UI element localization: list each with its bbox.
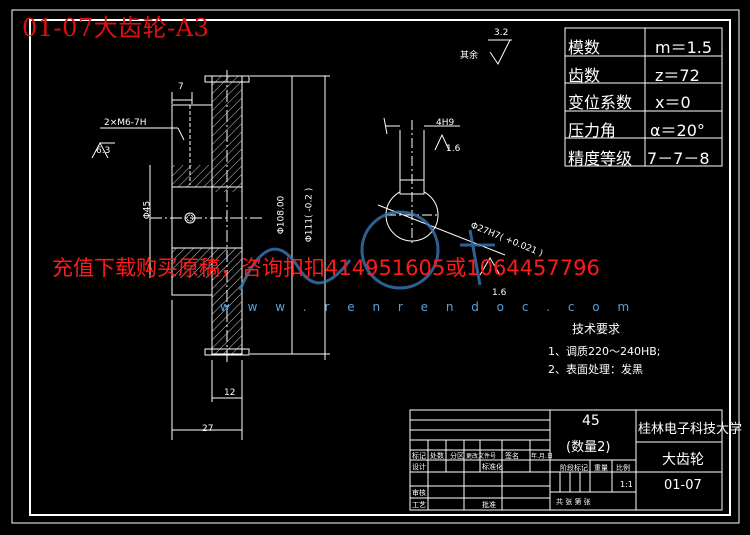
promo-banner: 充值下载购买原稿，咨询扣扣414951605或1064457796 bbox=[52, 256, 600, 280]
drawing-number: 01-07 bbox=[664, 478, 702, 493]
tb-ratio: 比例 bbox=[616, 464, 630, 472]
param-name-module: 模数 bbox=[568, 38, 601, 57]
tb-sheets: 共 张 第 张 bbox=[556, 498, 591, 506]
tb-header-change-doc: 更改文件号 bbox=[466, 453, 497, 460]
thread-callout: 2×M6-7H bbox=[104, 118, 147, 128]
tb-header-sign: 签名 bbox=[505, 452, 519, 460]
dim-7: 7 bbox=[178, 82, 184, 92]
tb-stage-mark: 阶段标记 bbox=[560, 464, 588, 472]
tb-header-zone: 分区 bbox=[450, 452, 464, 460]
dim-12: 12 bbox=[224, 388, 236, 398]
rest-roughness-symbol bbox=[488, 39, 512, 65]
dim-phi111: Φ111( -0.2 ) bbox=[304, 187, 315, 243]
param-value-pressure-angle: α＝20° bbox=[650, 121, 705, 140]
roughness-1-6-keyway: 1.6 bbox=[446, 144, 461, 154]
quantity: (数量2) bbox=[566, 440, 611, 455]
tb-design: 设计 bbox=[412, 463, 426, 471]
tb-standardize: 标准化 bbox=[482, 463, 503, 471]
tb-header-count: 处数 bbox=[430, 452, 444, 460]
hub-hatch-bottom bbox=[172, 248, 212, 278]
scale: 1:1 bbox=[620, 480, 633, 489]
material: 45 bbox=[582, 413, 600, 429]
tech-requirement-2: 2、表面处理：发黑 bbox=[548, 363, 643, 376]
tb-header-mark: 标记 bbox=[412, 452, 426, 460]
keyway-tolerance: 4H9 bbox=[436, 118, 455, 128]
watermark-url: w w w . r e n r e n d o c . c o m bbox=[220, 300, 637, 314]
outer-border bbox=[11, 9, 740, 524]
roughness-1-6-bore: 1.6 bbox=[492, 288, 507, 298]
param-name-shift: 变位系数 bbox=[568, 93, 633, 112]
param-name-teeth: 齿数 bbox=[568, 66, 601, 85]
tb-weight: 重量 bbox=[594, 464, 608, 472]
param-value-teeth: z＝72 bbox=[655, 66, 700, 85]
parameter-table bbox=[564, 27, 723, 167]
rest-roughness-value: 3.2 bbox=[494, 28, 509, 38]
school-name: 桂林电子科技大学 bbox=[638, 422, 743, 437]
tb-header-date: 年.月.日 bbox=[531, 453, 553, 460]
tb-process: 工艺 bbox=[412, 501, 426, 509]
roughness-6-3: 6.3 bbox=[96, 146, 111, 156]
param-value-shift: x＝0 bbox=[655, 93, 691, 112]
hub-hatch-top bbox=[172, 165, 212, 187]
watermark-logo bbox=[238, 210, 495, 291]
param-name-precision: 精度等级 bbox=[568, 149, 633, 168]
dim-27: 27 bbox=[202, 424, 214, 434]
tech-requirements-title: 技术要求 bbox=[572, 322, 621, 336]
dim-phi45: Φ45 bbox=[142, 200, 153, 220]
gear-section-view bbox=[91, 70, 330, 440]
rest-roughness-label: 其余 bbox=[460, 51, 479, 61]
tb-approve: 批准 bbox=[482, 501, 496, 509]
tech-requirement-1: 1、调质220～240HB; bbox=[548, 345, 661, 358]
document-title: 01-07大齿轮-A3 bbox=[22, 14, 210, 42]
param-value-precision: 7－7－8 bbox=[647, 149, 710, 168]
dim-phi108: Φ108.00 bbox=[276, 195, 287, 235]
tb-review: 审核 bbox=[412, 489, 426, 497]
title-block bbox=[409, 409, 723, 511]
part-name: 大齿轮 bbox=[662, 452, 704, 468]
inner-border bbox=[29, 19, 731, 516]
param-value-module: m＝1.5 bbox=[655, 38, 713, 57]
param-name-pressure-angle: 压力角 bbox=[568, 121, 617, 140]
bore-side-view bbox=[377, 117, 506, 276]
